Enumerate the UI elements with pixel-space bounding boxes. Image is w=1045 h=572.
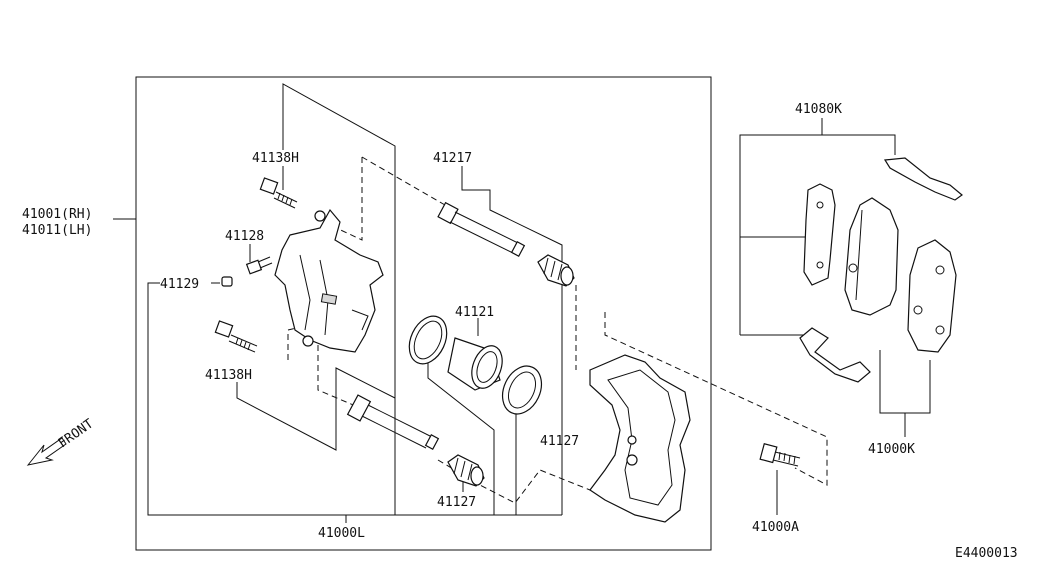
label-boot-right: 41127 bbox=[540, 434, 579, 449]
pad-outer bbox=[907, 239, 957, 353]
label-caliper-rh: 41001(RH) bbox=[22, 207, 92, 222]
pin-boot-bottom bbox=[447, 454, 485, 487]
guide-bolt-top bbox=[259, 177, 298, 209]
guide-pin-bottom bbox=[346, 394, 440, 450]
pad-shim bbox=[803, 183, 836, 286]
piston-boot bbox=[501, 365, 543, 415]
figure-code: E4400013 bbox=[955, 546, 1018, 561]
assembly-frame bbox=[135, 76, 712, 551]
label-cap: 41129 bbox=[160, 277, 199, 292]
bleeder-screw bbox=[245, 256, 273, 275]
label-bolt-top: 41138H bbox=[252, 151, 299, 166]
label-front: FRONT bbox=[56, 416, 97, 451]
pin-boot-top bbox=[537, 254, 575, 287]
guide-pin-top bbox=[437, 201, 526, 257]
label-bleeder: 41128 bbox=[225, 229, 264, 244]
alignment-dashes bbox=[287, 156, 828, 504]
piston bbox=[447, 337, 503, 391]
label-bolt-bottom: 41138H bbox=[205, 368, 252, 383]
caliper-housing bbox=[274, 208, 384, 353]
mount-bolt bbox=[759, 442, 801, 467]
guide-bolt-bottom bbox=[214, 320, 258, 353]
label-assembly: 41000L bbox=[318, 526, 365, 541]
label-boot-bottom: 41127 bbox=[437, 495, 476, 510]
piston-seal bbox=[408, 315, 448, 365]
label-caliper-lh: 41011(LH) bbox=[22, 223, 92, 238]
leader-lines bbox=[113, 83, 931, 523]
label-pad-set: 41000K bbox=[868, 442, 915, 457]
front-arrow-icon bbox=[26, 437, 67, 466]
label-mount-bolt: 41000A bbox=[752, 520, 799, 535]
pad-inner bbox=[844, 197, 899, 316]
pad-clip-bottom bbox=[799, 327, 871, 383]
bleeder-cap bbox=[221, 276, 233, 287]
label-pin-top: 41217 bbox=[433, 151, 472, 166]
pad-clip-top bbox=[883, 157, 963, 201]
caliper-bracket bbox=[589, 354, 691, 523]
label-pad-kit: 41080K bbox=[795, 102, 842, 117]
label-piston: 41121 bbox=[455, 305, 494, 320]
